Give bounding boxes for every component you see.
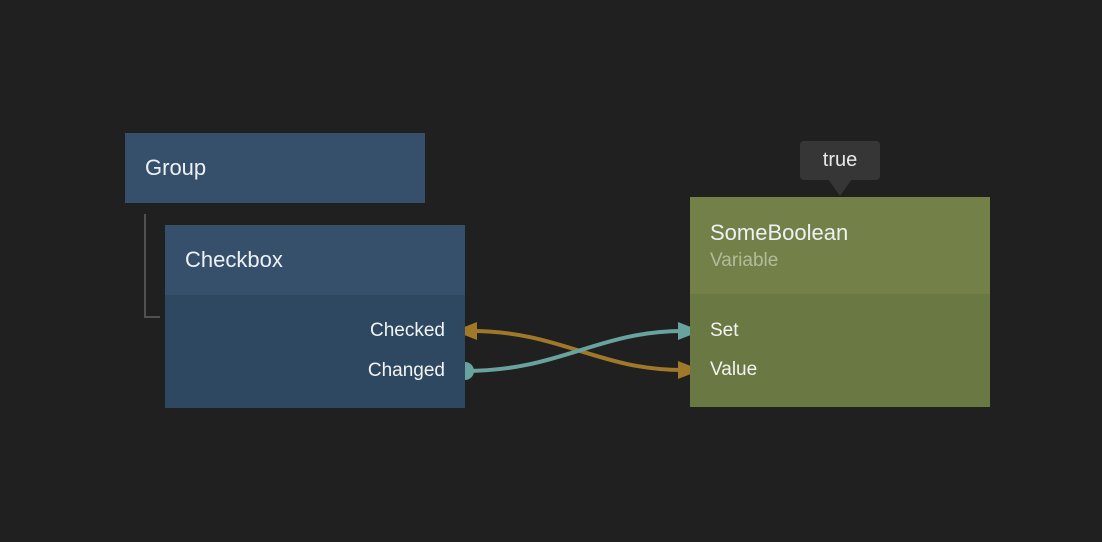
value-tooltip-pointer [828,179,852,196]
node-checkbox-header: Checkbox [165,225,465,295]
port-checked-label: Checked [370,320,445,341]
node-someboolean-header: SomeBoolean Variable [690,197,990,294]
port-set[interactable]: Set [710,317,739,345]
node-checkbox[interactable]: Checkbox Checked Changed [165,225,465,408]
wire-changed-to-set[interactable] [464,329,684,373]
node-group[interactable]: Group [125,133,425,203]
tree-connector-line [144,214,160,318]
value-tooltip-text: true [822,149,858,171]
port-value-label: Value [710,359,758,380]
port-changed[interactable]: Changed [368,357,445,385]
port-set-label: Set [710,320,739,341]
node-checkbox-title: Checkbox [185,247,283,272]
node-checkbox-body [165,295,465,408]
port-value[interactable]: Value [710,356,757,384]
node-someboolean[interactable]: SomeBoolean Variable Set Value [690,197,990,407]
port-changed-label: Changed [367,360,445,381]
value-tooltip: true [800,141,880,196]
node-group-title: Group [145,155,207,180]
node-someboolean-body [690,294,990,407]
wire-checked-to-value[interactable] [470,329,684,372]
node-someboolean-subtitle: Variable [710,249,779,271]
port-checked[interactable]: Checked [370,317,445,345]
node-someboolean-title: SomeBoolean [710,219,849,245]
